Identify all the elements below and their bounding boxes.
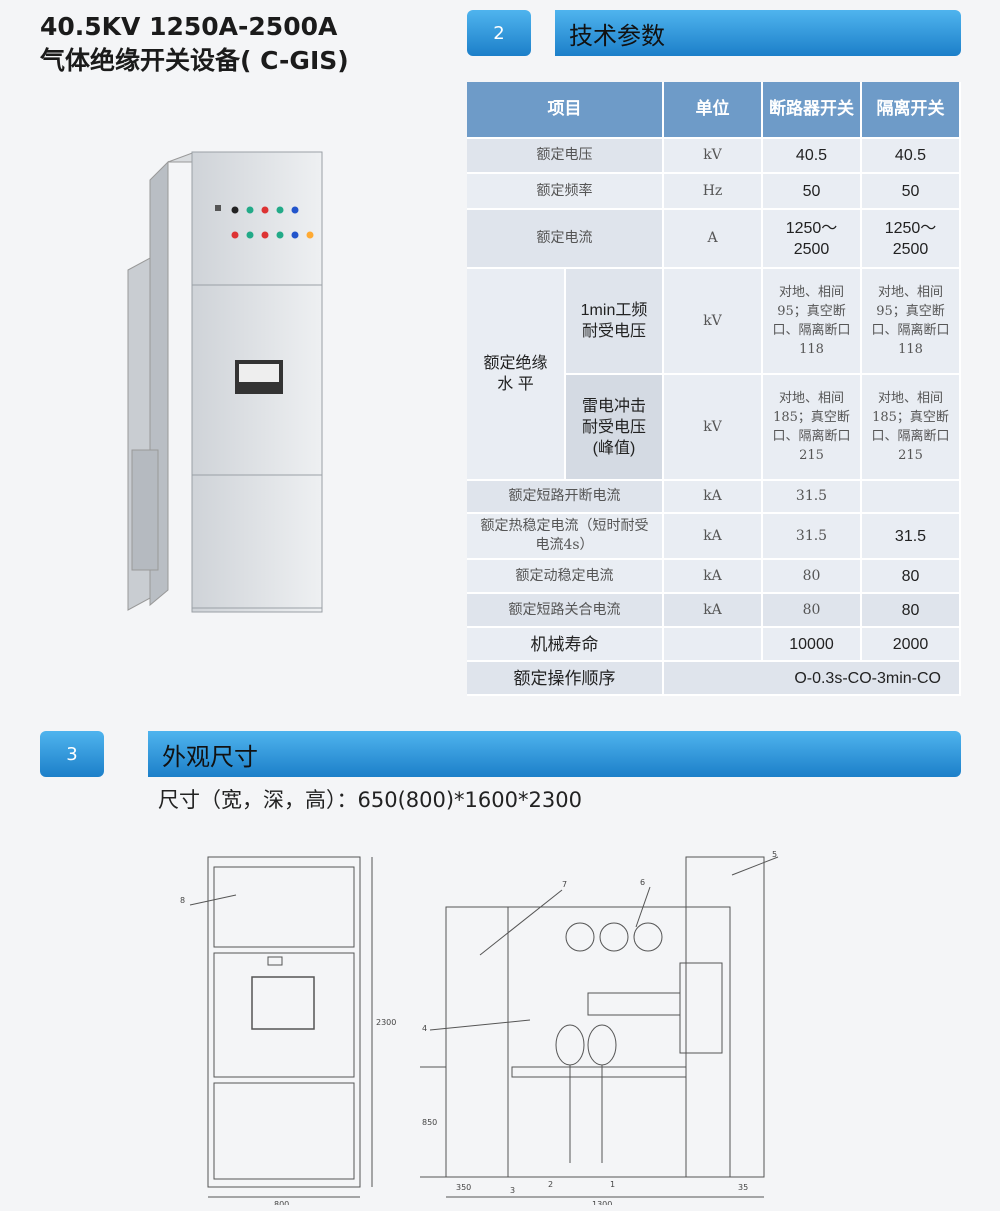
section-3-title: 外观尺寸 — [148, 731, 961, 777]
callout-4: 4 — [422, 1024, 427, 1033]
row-breaking-isolator — [862, 481, 961, 514]
header-unit: 单位 — [664, 82, 763, 139]
row-dynamic-isolator: 80 — [862, 560, 961, 594]
callout-8: 8 — [180, 896, 185, 905]
row-dynamic-unit: kA — [664, 560, 763, 594]
insulation-sub1-breaker: 对地、相间95；真空断口、隔离断口118 — [763, 269, 862, 375]
callout-5: 5 — [772, 850, 777, 859]
dim-height: 2300 — [376, 1018, 396, 1027]
insulation-sub1-isolator: 对地、相间95；真空断口、隔离断口118 — [862, 269, 961, 375]
row-voltage-item: 额定电压 — [467, 139, 664, 174]
row-making-unit: kA — [664, 594, 763, 628]
section-2-header: 2 技术参数 — [467, 10, 961, 56]
callout-3: 3 — [510, 1186, 515, 1195]
dimension-drawing: 8 7 6 5 4 3 2 1 800 1300 350 35 2300 850 — [180, 850, 779, 1205]
insulation-sub2-breaker: 对地、相间185；真空断口、隔离断口215 — [763, 375, 862, 481]
row-current-unit: A — [664, 210, 763, 269]
section-3-header: 3 外观尺寸 — [40, 731, 961, 777]
section-2-number: 2 — [467, 10, 531, 56]
dim-mid: 850 — [422, 1118, 437, 1127]
dim-front-width: 800 — [274, 1200, 289, 1205]
dimensions-text: 尺寸（宽，深，高）：650(800)*1600*2300 — [158, 788, 582, 812]
row-breaking-unit: kA — [664, 481, 763, 514]
row-dynamic-item: 额定动稳定电流 — [467, 560, 664, 594]
row-voltage-unit: kV — [664, 139, 763, 174]
page-title: 40.5KV 1250A-2500A 气体绝缘开关设备( C-GIS) — [40, 10, 349, 78]
dim-side-depth: 1300 — [592, 1200, 612, 1205]
insulation-sub2-isolator: 对地、相间185；真空断口、隔离断口215 — [862, 375, 961, 481]
row-dynamic-breaker: 80 — [763, 560, 862, 594]
row-thermal-breaker: 31.5 — [763, 514, 862, 560]
row-life-unit — [664, 628, 763, 662]
row-frequency-unit: Hz — [664, 174, 763, 210]
insulation-sub2-unit: kV — [664, 375, 763, 481]
insulation-sub2-item: 雷电冲击耐受电压(峰值) — [566, 375, 664, 481]
row-life-isolator: 2000 — [862, 628, 961, 662]
row-sequence-value: O-0.3s-CO-3min-CO — [664, 662, 961, 696]
row-voltage-breaker: 40.5 — [763, 139, 862, 174]
title-line-1: 40.5KV 1250A-2500A — [40, 12, 338, 41]
header-breaker: 断路器开关 — [763, 82, 862, 139]
row-voltage-isolator: 40.5 — [862, 139, 961, 174]
callout-2: 2 — [548, 1180, 553, 1189]
switchgear-photo — [127, 151, 323, 613]
row-current-isolator: 1250～2500 — [862, 210, 961, 269]
section-3-number: 3 — [40, 731, 104, 777]
dim-a: 350 — [456, 1183, 471, 1192]
callout-6: 6 — [640, 878, 645, 887]
insulation-group-label: 额定绝缘水 平 — [467, 269, 566, 481]
row-life-breaker: 10000 — [763, 628, 862, 662]
row-life-item: 机械寿命 — [467, 628, 664, 662]
row-thermal-isolator: 31.5 — [862, 514, 961, 560]
row-current-item: 额定电流 — [467, 210, 664, 269]
callout-1: 1 — [610, 1180, 615, 1189]
row-thermal-item: 额定热稳定电流（短时耐受电流4s） — [467, 514, 664, 560]
row-making-item: 额定短路关合电流 — [467, 594, 664, 628]
callout-7: 7 — [562, 880, 567, 889]
row-frequency-breaker: 50 — [763, 174, 862, 210]
row-sequence-item: 额定操作顺序 — [467, 662, 664, 696]
row-breaking-breaker: 31.5 — [763, 481, 862, 514]
row-current-breaker: 1250～2500 — [763, 210, 862, 269]
insulation-sub1-unit: kV — [664, 269, 763, 375]
dim-b: 35 — [738, 1183, 748, 1192]
row-thermal-unit: kA — [664, 514, 763, 560]
row-making-breaker: 80 — [763, 594, 862, 628]
row-frequency-isolator: 50 — [862, 174, 961, 210]
row-frequency-item: 额定频率 — [467, 174, 664, 210]
header-isolator: 隔离开关 — [862, 82, 961, 139]
title-line-2: 气体绝缘开关设备( C-GIS) — [40, 46, 349, 75]
row-breaking-item: 额定短路开断电流 — [467, 481, 664, 514]
section-2-title: 技术参数 — [555, 10, 961, 56]
row-making-isolator: 80 — [862, 594, 961, 628]
insulation-sub1-item: 1min工频耐受电压 — [566, 269, 664, 375]
header-item: 项目 — [467, 82, 664, 139]
